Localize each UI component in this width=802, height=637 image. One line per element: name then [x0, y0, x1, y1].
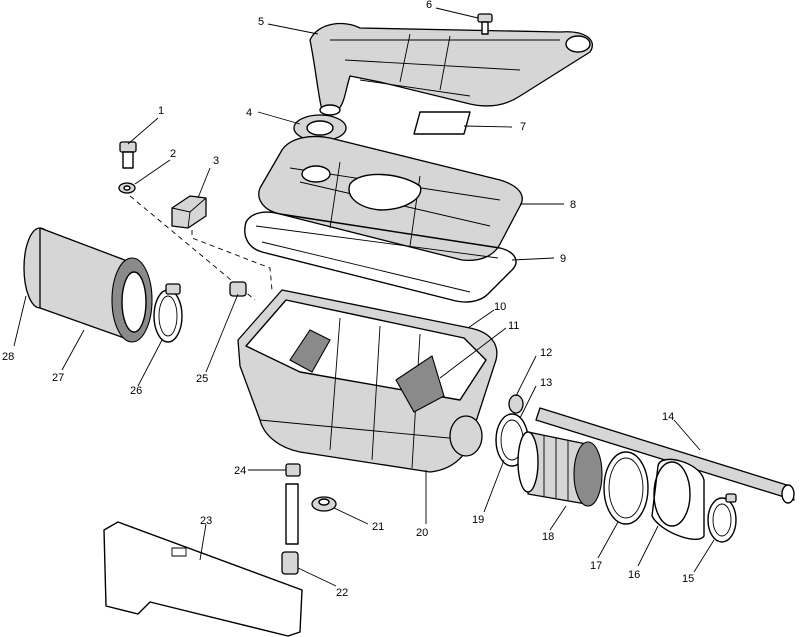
dashed-guide-line: [191, 230, 273, 291]
callout-16: 16: [628, 569, 640, 581]
leader-lines: [13, 7, 715, 587]
callout-19: 19: [472, 514, 484, 526]
part-plug: [229, 281, 247, 297]
callout-labels: 1 2 3 4 5 6 7 8 9 10 11 12 13 14 15 16 1…: [2, 0, 694, 599]
callout-22: 22: [336, 587, 348, 599]
callout-15: 15: [682, 573, 694, 585]
part-air-filter: [23, 227, 153, 343]
callout-23: 23: [200, 515, 212, 527]
part-rubber-boot: [651, 458, 705, 541]
part-washer: [118, 182, 136, 194]
callout-10: 10: [494, 301, 506, 313]
part-airbox-cover: [258, 135, 523, 262]
part-cap: [508, 394, 524, 414]
part-hose-clamp: [153, 283, 183, 343]
callout-28: 28: [2, 351, 14, 363]
part-bolt: [119, 141, 137, 169]
part-intake-duct: [309, 22, 593, 116]
callout-4: 4: [246, 107, 252, 119]
callout-8: 8: [570, 199, 576, 211]
callout-3: 3: [213, 155, 219, 167]
part-grommet: [293, 114, 347, 142]
callout-11: 11: [508, 320, 519, 332]
callout-20: 20: [416, 527, 428, 539]
callout-7: 7: [520, 121, 526, 133]
callout-27: 27: [52, 372, 64, 384]
callout-1: 1: [158, 105, 164, 117]
callout-18: 18: [542, 531, 554, 543]
callout-2: 2: [170, 148, 176, 160]
callout-6: 6: [426, 0, 432, 11]
callout-14: 14: [662, 411, 674, 423]
part-boot-clamp: [707, 493, 737, 543]
callout-25: 25: [196, 373, 208, 385]
part-airbox-housing: [237, 289, 498, 473]
part-screw: [477, 13, 493, 35]
part-decal: [413, 111, 471, 135]
part-gasket: [244, 211, 517, 303]
part-drain-assembly: [281, 463, 301, 575]
callout-5: 5: [258, 16, 264, 28]
callout-9: 9: [560, 253, 566, 265]
part-rod: [535, 407, 795, 504]
part-intake-adapter: [517, 431, 603, 507]
callout-21: 21: [372, 521, 384, 533]
callout-12: 12: [540, 347, 552, 359]
part-ring: [603, 451, 649, 525]
part-foam-block: [171, 195, 207, 229]
callout-13: 13: [540, 377, 552, 389]
callout-26: 26: [130, 385, 142, 397]
callout-24: 24: [234, 465, 246, 477]
callout-17: 17: [590, 560, 602, 572]
part-shield-plate: [103, 521, 303, 637]
part-spacer: [311, 496, 337, 512]
